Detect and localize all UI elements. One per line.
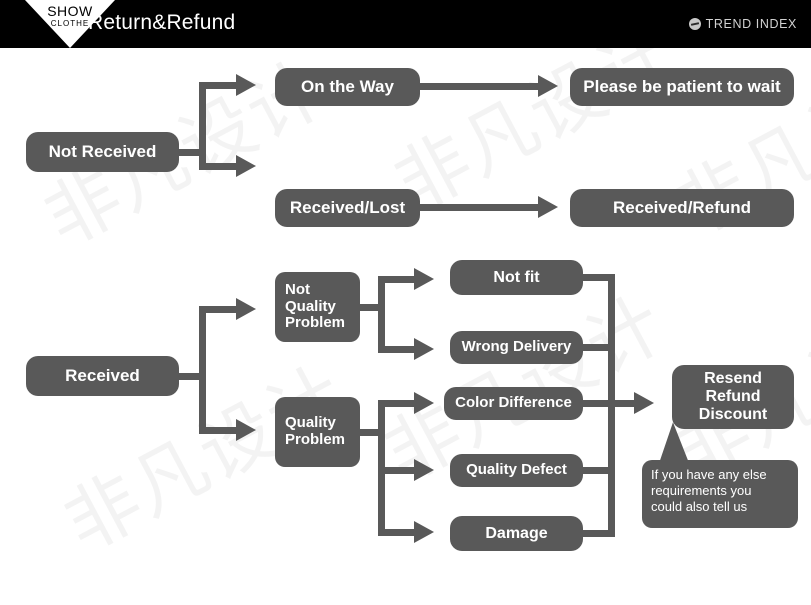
node-label: Received/Refund	[613, 198, 751, 218]
arrow-icon	[414, 521, 434, 543]
connector-line	[378, 529, 421, 536]
node-quality-defect[interactable]: Quality Defect	[450, 454, 583, 487]
node-not-quality-problem[interactable]: Not Quality Problem	[275, 272, 360, 342]
arrow-icon	[236, 155, 256, 177]
arrow-icon	[414, 268, 434, 290]
app-header: SHOW CLOTHE Return&Refund TREND INDEX	[0, 0, 811, 48]
node-please-wait[interactable]: Please be patient to wait	[570, 68, 794, 106]
connector-line	[378, 400, 421, 407]
node-label: Received	[65, 366, 140, 386]
node-label: Wrong Delivery	[461, 338, 572, 356]
flowchart-canvas: Not Received On the Way Please be patien…	[0, 48, 811, 605]
connector-line	[420, 204, 545, 211]
node-label: Please be patient to wait	[583, 77, 781, 97]
arrow-icon	[414, 338, 434, 360]
connector-line	[199, 306, 206, 434]
node-label: Not Received	[48, 142, 157, 162]
globe-icon	[688, 18, 701, 30]
arrow-icon	[634, 392, 654, 414]
page-title: Return&Refund	[88, 11, 236, 34]
connector-line	[378, 276, 385, 353]
connector-line	[608, 400, 641, 407]
arrow-icon	[236, 419, 256, 441]
connector-line	[378, 276, 421, 283]
connector-line	[378, 467, 421, 474]
node-label: Quality Problem	[285, 414, 346, 448]
node-label: Not Quality Problem	[285, 280, 346, 332]
node-received[interactable]: Received	[26, 356, 179, 396]
node-damage[interactable]: Damage	[450, 516, 583, 551]
callout-note: If you have any else requirements you co…	[642, 460, 798, 528]
connector-line	[199, 82, 244, 89]
node-label: Resend Refund Discount	[698, 370, 768, 423]
connector-line	[583, 344, 615, 351]
connector-line	[583, 400, 615, 407]
connector-line	[420, 83, 545, 90]
connector-line	[360, 429, 385, 436]
connector-line	[199, 306, 244, 313]
arrow-icon	[538, 75, 558, 97]
node-quality-problem[interactable]: Quality Problem	[275, 397, 360, 467]
arrow-icon	[538, 196, 558, 218]
node-resend-refund-discount[interactable]: Resend Refund Discount	[672, 365, 794, 429]
logo-secondary-text: CLOTHE	[50, 19, 90, 28]
node-wrong-delivery[interactable]: Wrong Delivery	[450, 331, 583, 364]
connector-line	[199, 82, 206, 170]
connector-line	[360, 304, 385, 311]
node-not-received[interactable]: Not Received	[26, 132, 179, 172]
triangle-icon	[25, 0, 115, 48]
node-on-the-way[interactable]: On the Way	[275, 68, 420, 106]
node-received-lost[interactable]: Received/Lost	[275, 189, 420, 227]
node-received-refund[interactable]: Received/Refund	[570, 189, 794, 227]
connector-line	[179, 149, 206, 156]
connector-line	[199, 427, 244, 434]
connector-line	[199, 163, 244, 170]
logo-text: SHOW CLOTHE	[25, 4, 115, 28]
node-not-fit[interactable]: Not fit	[450, 260, 583, 295]
node-label: Quality Defect	[466, 461, 567, 479]
arrow-icon	[236, 74, 256, 96]
arrow-icon	[414, 392, 434, 414]
connector-line	[583, 530, 615, 537]
node-color-difference[interactable]: Color Difference	[444, 387, 583, 420]
logo-primary-text: SHOW	[47, 3, 93, 19]
node-label: Damage	[485, 524, 548, 542]
connector-line	[179, 373, 206, 380]
node-label: Color Difference	[455, 394, 572, 412]
arrow-icon	[236, 298, 256, 320]
arrow-icon	[414, 459, 434, 481]
brand-mark: TREND INDEX	[688, 17, 797, 31]
logo: SHOW CLOTHE	[25, 0, 115, 48]
node-label: Not fit	[493, 268, 540, 286]
connector-line	[378, 346, 421, 353]
node-label: Received/Lost	[289, 198, 406, 218]
connector-line	[583, 467, 615, 474]
brand-label: TREND INDEX	[705, 17, 797, 31]
node-label: On the Way	[301, 77, 394, 97]
connector-line	[583, 274, 615, 281]
